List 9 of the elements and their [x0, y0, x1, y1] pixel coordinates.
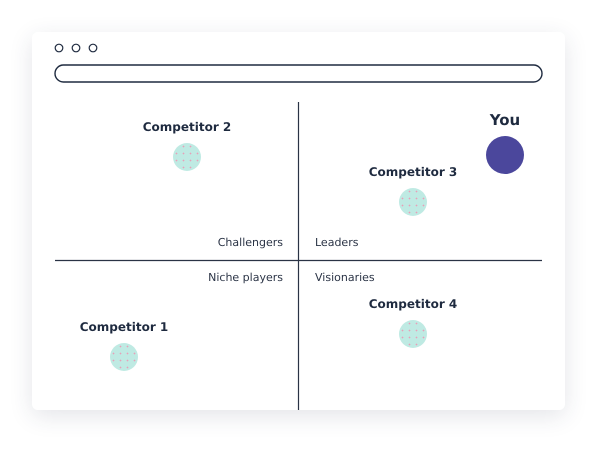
competitor-label: Competitor 1 [80, 319, 168, 335]
competitor-label: You [490, 112, 520, 128]
quadrant-label: Challengers [218, 236, 283, 250]
competitor-label: Competitor 4 [368, 296, 458, 312]
quadrant-label: Niche players [208, 271, 283, 285]
quadrant-label: Leaders [315, 236, 358, 250]
competitor-label: Competitor 3 [368, 164, 458, 180]
quadrant-label: Visionaries [315, 271, 375, 285]
competitor-label: Competitor 2 [142, 119, 232, 135]
